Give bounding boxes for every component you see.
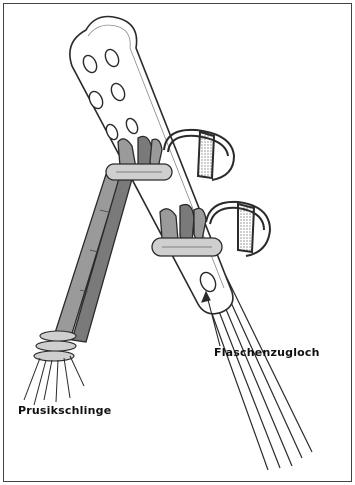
prusik-sling — [54, 164, 134, 342]
flaschenzugloch-label: Flaschenzugloch — [214, 346, 320, 359]
lower-knot — [152, 205, 222, 257]
prusikschlinge-label: Prusikschlinge — [18, 404, 111, 417]
prusik-strands — [24, 356, 84, 405]
